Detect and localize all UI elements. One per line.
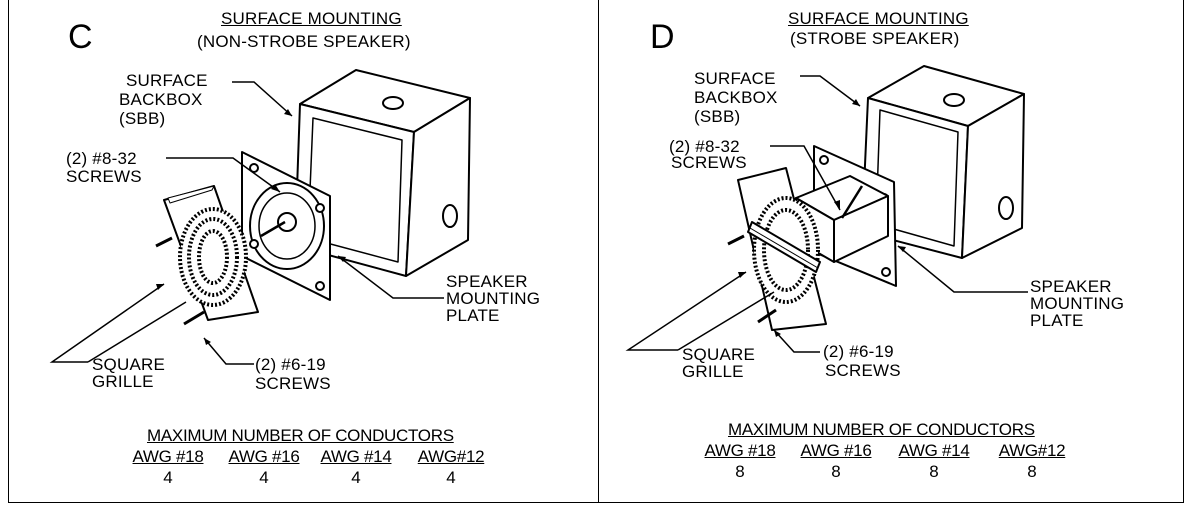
label-grille-line2: GRILLE <box>682 362 744 381</box>
diagram-d-artwork <box>625 65 1028 353</box>
label-plate-line3: PLATE <box>446 306 500 325</box>
conductors-title: MAXIMUM NUMBER OF CONDUCTORS <box>147 426 454 445</box>
label-backbox-line2: BACKBOX <box>694 88 778 107</box>
leader-c-screws619 <box>203 337 254 365</box>
label-grille-line2: GRILLE <box>92 372 154 391</box>
conductors-value: 4 <box>351 468 361 487</box>
label-screws619-line2: SCREWS <box>825 361 901 380</box>
conductors-title: MAXIMUM NUMBER OF CONDUCTORS <box>728 420 1035 439</box>
leader-c-screws832 <box>166 157 281 193</box>
label-backbox-line1: SURFACE <box>694 69 776 88</box>
panel-letter: C <box>68 18 93 56</box>
conductors-value: 4 <box>446 468 456 487</box>
strobe-lens-d <box>747 221 821 273</box>
conductors-value: 8 <box>831 462 841 481</box>
label-plate-line3: PLATE <box>1030 311 1084 330</box>
leader-d-screws619 <box>773 329 820 353</box>
label-backbox-line3: (SBB) <box>119 109 166 128</box>
conductors-header: AWG #14 <box>898 441 970 460</box>
knockout-c-side <box>442 204 458 228</box>
panel-title: SURFACE MOUNTING <box>221 9 402 28</box>
label-grille-line1: SQUARE <box>682 345 755 364</box>
label-plate-line1: SPEAKER <box>1030 277 1112 296</box>
conductors-value: 8 <box>1027 462 1037 481</box>
knockout-d-top <box>943 93 965 107</box>
conductors-value: 8 <box>735 462 745 481</box>
diagram-c-artwork <box>49 69 471 365</box>
label-plate-line2: MOUNTING <box>1030 294 1125 313</box>
label-screws619-line2: SCREWS <box>255 374 331 393</box>
conductors-value: 4 <box>163 468 173 487</box>
conductors-header: AWG #16 <box>228 447 300 466</box>
backbox-c-side <box>405 97 471 277</box>
knockout-c-top <box>382 96 404 110</box>
label-screws832-line1: (2) #8-32 <box>669 137 740 156</box>
label-screws832-line2: SCREWS <box>671 153 747 172</box>
conductors-header: AWG#12 <box>998 441 1066 460</box>
conductors-header: AWG #18 <box>132 447 204 466</box>
label-screws619-line1: (2) #6-19 <box>255 355 326 374</box>
leader-d-plate <box>897 245 1028 293</box>
label-backbox-line1: SURFACE <box>126 71 208 90</box>
panel-divider <box>598 0 599 503</box>
conductors-value: 8 <box>929 462 939 481</box>
panel-d: D SURFACE MOUNTING (STROBE SPEAKER) SURF… <box>598 0 1184 503</box>
leader-d-grille <box>625 271 747 351</box>
label-plate-line1: SPEAKER <box>446 272 528 291</box>
panel-title: SURFACE MOUNTING <box>788 9 969 28</box>
leader-d-screws832 <box>770 145 841 211</box>
panel-subtitle: (STROBE SPEAKER) <box>790 29 960 48</box>
label-backbox-line3: (SBB) <box>694 107 741 126</box>
label-screws619-line1: (2) #6-19 <box>823 342 894 361</box>
label-plate-line2: MOUNTING <box>446 289 541 308</box>
leader-d-backbox <box>800 75 861 107</box>
label-grille-line1: SQUARE <box>92 355 165 374</box>
panel-c: C SURFACE MOUNTING (NON-STROBE SPEAKER) … <box>8 0 598 503</box>
conductors-header: AWG #18 <box>704 441 776 460</box>
panel-subtitle: (NON-STROBE SPEAKER) <box>197 32 411 51</box>
label-backbox-line2: BACKBOX <box>119 90 203 109</box>
label-screws832-line2: SCREWS <box>66 167 142 186</box>
panel-letter: D <box>650 18 675 56</box>
conductors-header: AWG #16 <box>800 441 872 460</box>
leader-c-plate <box>337 255 444 299</box>
conductors-header: AWG#12 <box>417 447 485 466</box>
drawing-frame <box>8 0 1184 503</box>
label-screws832-line1: (2) #8-32 <box>66 149 137 168</box>
knockout-d-side <box>998 196 1014 220</box>
conductors-header: AWG #14 <box>320 447 392 466</box>
leader-c-backbox <box>232 81 293 117</box>
leader-c-grille <box>49 283 165 363</box>
conductors-value: 4 <box>259 468 269 487</box>
